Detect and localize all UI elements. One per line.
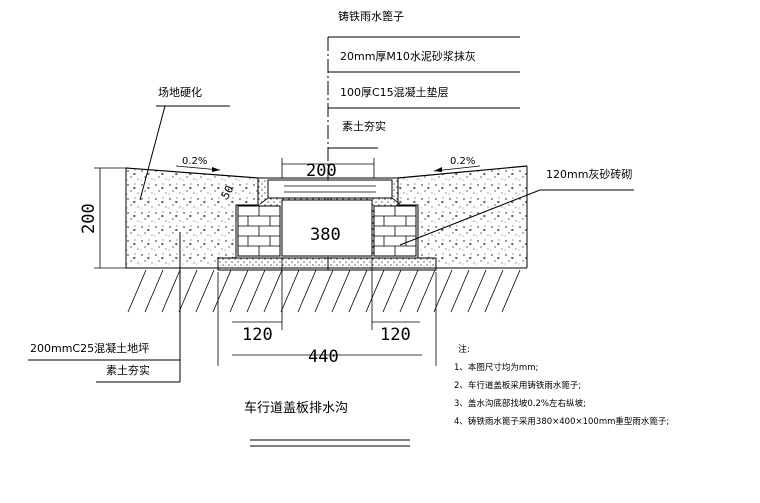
site-hardening-label: 场地硬化	[158, 85, 202, 99]
slope-left-arrow	[212, 167, 220, 172]
dim-wall-right: 120	[380, 325, 411, 345]
grate-cover	[259, 179, 401, 205]
slope-left: 0.2%	[182, 156, 207, 167]
note-item-4: 4、铸铁雨水篦子采用380×400×100mm重型雨水篦子;	[454, 416, 669, 427]
notes-heading: 注:	[458, 343, 470, 355]
callout-slab: 200mmC25混凝土地坪	[30, 341, 149, 355]
brick-wall-right	[373, 205, 417, 257]
soil-hatch	[127, 269, 521, 313]
dim-depth: 200	[79, 203, 99, 234]
note-item-1: 1、本图尺寸均为mm;	[454, 362, 538, 373]
note-item-3: 3、盖水沟底部找坡0.2%左右纵坡;	[454, 398, 586, 409]
callout-brick: 120mm灰砂砖砌	[546, 167, 632, 181]
drawing-title: 车行道盖板排水沟	[244, 400, 348, 416]
channel-void	[281, 199, 373, 257]
base-cushion	[217, 257, 437, 271]
dim-total-width: 440	[308, 347, 339, 367]
dim-top-width: 200	[306, 161, 337, 181]
slab-left	[126, 168, 258, 268]
callout-rammed-soil-bottom: 素土夯实	[106, 363, 150, 377]
callout-concrete-cushion: 100厚C15混凝土垫层	[340, 85, 449, 99]
slope-right-arrow	[434, 167, 442, 172]
slope-right: 0.2%	[450, 156, 475, 167]
note-item-2: 2、车行道盖板采用铸铁雨水篦子;	[454, 380, 581, 391]
callout-rammed-soil: 素土夯实	[342, 119, 386, 133]
slab-right	[398, 166, 527, 268]
brick-wall-left	[237, 205, 281, 257]
dim-inner-width: 380	[310, 225, 341, 245]
brick-leader	[399, 189, 541, 246]
dim-side-height: 50	[219, 183, 237, 201]
grate-title: 铸铁雨水篦子	[338, 9, 404, 23]
dim-wall-left: 120	[242, 325, 273, 345]
callout-mortar: 20mm厚M10水泥砂浆抹灰	[340, 49, 476, 63]
